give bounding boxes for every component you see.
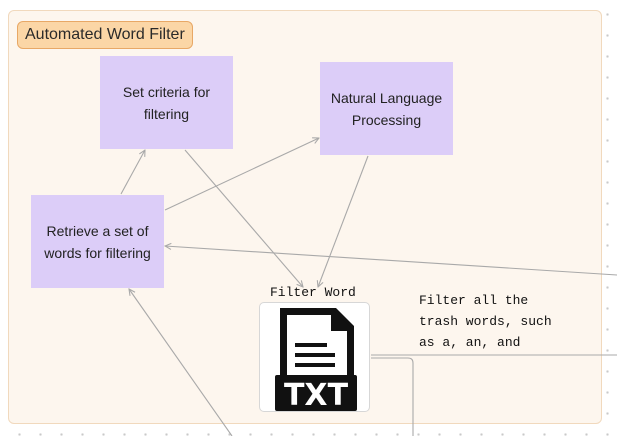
connector-file-elbow[interactable]	[371, 357, 414, 436]
connector-retrieve-to-nlp[interactable]	[164, 138, 319, 211]
txt-file-card[interactable]: TXT	[259, 302, 370, 413]
connector-criteria-to-file[interactable]	[184, 149, 303, 287]
sticky-natural-language-processing[interactable]: Natural Language Processing	[320, 62, 453, 155]
connector-retrieve-to-criteria[interactable]	[120, 150, 145, 195]
txt-file-icon: TXT	[275, 308, 357, 413]
sticky-set-criteria[interactable]: Set criteria for filtering	[100, 56, 233, 149]
sticky-retrieve-words[interactable]: Retrieve a set of words for filtering	[31, 195, 164, 288]
connector-nlp-to-file[interactable]	[318, 155, 369, 287]
frame-title[interactable]: Automated Word Filter	[17, 21, 193, 49]
file-label: Filter Word	[270, 285, 356, 300]
connector-bottom-to-retrieve[interactable]	[129, 289, 233, 436]
connector-right-to-retrieve[interactable]	[165, 246, 617, 276]
note-text[interactable]: Filter all the trash words, such as a, a…	[419, 293, 552, 350]
txt-badge: TXT	[284, 378, 349, 413]
